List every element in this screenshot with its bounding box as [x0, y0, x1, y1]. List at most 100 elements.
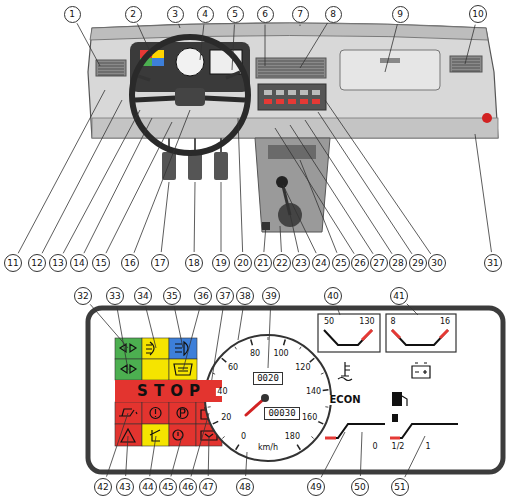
- scale-number: 140: [305, 388, 322, 396]
- callout-number: 20: [234, 254, 252, 272]
- node-text: 25: [335, 259, 346, 268]
- leader-line: [174, 307, 183, 348]
- gauge-label: 16: [439, 318, 451, 326]
- dial-tick: [268, 337, 269, 340]
- callout-number: 49: [307, 478, 325, 496]
- leader-line: [179, 24, 180, 28]
- node-text: 1: [69, 10, 75, 19]
- leader-line: [126, 436, 128, 476]
- node-text: 00030: [268, 409, 295, 418]
- needle-hub: [261, 394, 269, 402]
- leader-line: [150, 436, 156, 476]
- temperature-scale: [324, 330, 372, 345]
- leader-line: [360, 432, 362, 476]
- vent-grille: [258, 76, 324, 77]
- callout-number: 27: [370, 254, 388, 272]
- leader-line: [465, 25, 475, 64]
- leader-line: [200, 24, 204, 60]
- dial-tick: [284, 339, 286, 345]
- wheel-spoke: [204, 98, 245, 100]
- parking-brake-symbol: [177, 408, 188, 419]
- leader-line: [77, 23, 100, 66]
- dial-tick: [311, 436, 313, 438]
- gauge-label: 130: [358, 318, 375, 326]
- leader-line: [238, 118, 243, 252]
- leader-line: [208, 436, 210, 476]
- stalk-switch: [138, 76, 150, 80]
- callout-number: 33: [106, 287, 124, 305]
- dashboard-illustration: [88, 23, 498, 232]
- leader-line: [300, 25, 301, 27]
- econometer-scale: [325, 424, 385, 438]
- leader-line: [265, 25, 266, 67]
- callout-number: 42: [94, 478, 112, 496]
- control-button: [276, 99, 284, 104]
- leader-line: [221, 182, 222, 252]
- control-button: [264, 99, 272, 104]
- dashboard-body: [88, 23, 498, 138]
- glovebox: [340, 50, 440, 90]
- node-text: 16: [124, 259, 135, 268]
- callout-number: 21: [254, 254, 272, 272]
- leader-line: [305, 120, 392, 254]
- callout-number: 35: [163, 287, 181, 305]
- vent-grille: [258, 67, 324, 68]
- callout-number: 4: [197, 6, 214, 23]
- dial-tick: [321, 373, 324, 374]
- callout-number: 3: [167, 6, 184, 23]
- oil-pressure-symbol: [119, 409, 137, 416]
- node-text: 13: [52, 259, 63, 268]
- callout-number: 5: [227, 6, 244, 23]
- node-text: 42: [97, 483, 108, 492]
- center-console: [255, 138, 330, 232]
- control-button: [288, 90, 296, 95]
- leader-line: [337, 306, 340, 315]
- dial-tick: [322, 389, 328, 391]
- vent-grille: [258, 70, 324, 71]
- leader-line: [290, 214, 299, 252]
- scale-number: 40: [216, 388, 228, 396]
- dial-tick: [235, 347, 237, 350]
- leader-line: [318, 112, 412, 254]
- node-text: 22: [276, 259, 287, 268]
- callout-number: 8: [325, 6, 342, 23]
- node-text: 26: [354, 259, 365, 268]
- dashboard-top-pad: [90, 23, 488, 40]
- high-beam-symbol: [175, 342, 188, 355]
- node-text: 29: [412, 259, 423, 268]
- dial-tick: [297, 445, 300, 450]
- node-text: 17: [154, 259, 165, 268]
- leader-line: [325, 100, 431, 254]
- fuel-pump-hose: [402, 396, 407, 406]
- indicator-cell: [115, 424, 142, 446]
- leader-line: [290, 125, 373, 254]
- node-text: 4: [202, 10, 208, 19]
- dial-tick: [310, 358, 315, 362]
- callout-number: 10: [469, 5, 487, 23]
- gauge-label: 1: [424, 443, 431, 451]
- cluster-indicator: [152, 58, 164, 66]
- voltmeter-red-zone: [392, 330, 448, 338]
- node-text: 11: [7, 259, 18, 268]
- indicator-cell: [142, 424, 169, 446]
- gauge-label: 1/2: [391, 443, 406, 451]
- warning-band: STOP: [115, 380, 222, 402]
- leader-line: [42, 100, 122, 253]
- leader-lines: [18, 23, 491, 477]
- callout-number: 45: [159, 478, 177, 496]
- callout-number: 19: [212, 254, 230, 272]
- control-button: [300, 90, 308, 95]
- scale-number: 20: [220, 414, 232, 422]
- node-text: 9: [397, 10, 403, 19]
- gauge-label: 0: [371, 443, 378, 451]
- pedal: [214, 152, 228, 180]
- scale-number: 0: [240, 433, 247, 441]
- vent-grille: [452, 71, 480, 72]
- leader-line: [171, 436, 182, 476]
- scale-number: 80: [249, 350, 261, 358]
- callout-number: 37: [216, 287, 234, 305]
- leader-line: [63, 110, 140, 253]
- pedal: [188, 152, 202, 180]
- callout-number: 18: [185, 254, 203, 272]
